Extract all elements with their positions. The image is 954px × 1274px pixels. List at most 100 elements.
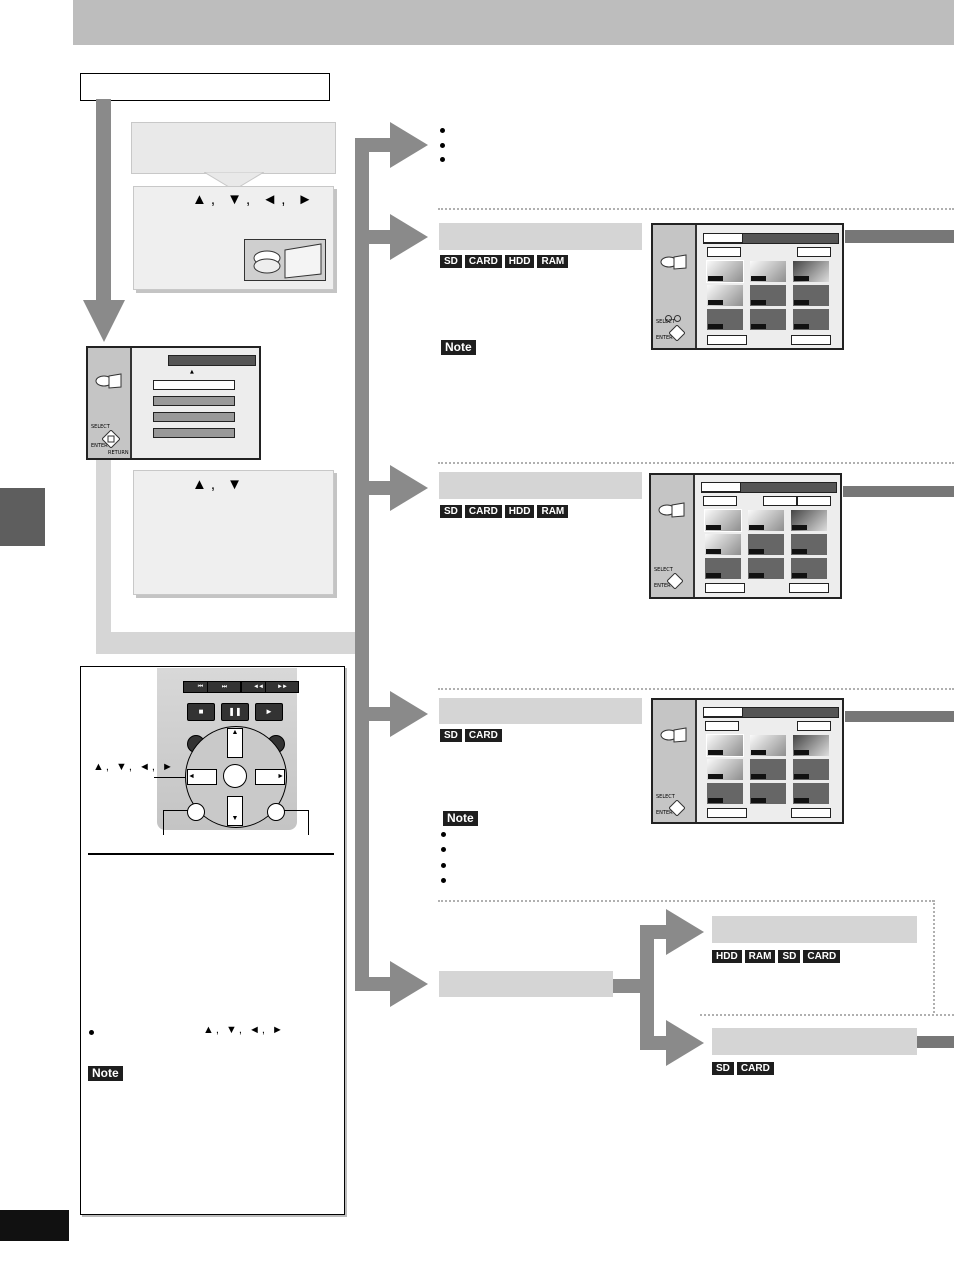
menu-item-2: [153, 396, 235, 406]
thumb-cell: [705, 534, 741, 555]
screen-box-right: [797, 496, 831, 506]
thumb-cell: [793, 783, 829, 804]
subbranch-1-stem: [640, 925, 670, 939]
thumb-cell: [707, 285, 743, 306]
page-number-box: [0, 1210, 69, 1241]
branch-1-stem: [355, 138, 395, 152]
flow-arrowhead-down: [83, 300, 125, 342]
screen-next-box: [791, 808, 831, 818]
subsection-1-badges: HDD RAM SD CARD: [711, 949, 842, 964]
thumb-cell: [793, 285, 829, 306]
fast-forward-button[interactable]: ►►: [265, 681, 299, 693]
bullet-2: [440, 143, 445, 148]
flow-spine: [355, 144, 369, 984]
screen-select-label: SELECT: [656, 319, 675, 325]
thumb-cell: [705, 558, 741, 579]
subbranch-2-arrowhead: [666, 1020, 704, 1066]
up-button[interactable]: ▲: [227, 728, 243, 758]
menu-up-marker: ▲: [190, 369, 194, 375]
thumb-cell: [793, 735, 829, 756]
screen-box-right: [797, 247, 831, 257]
cursor-arrows-text-2: ▲, ▼: [192, 476, 247, 493]
bullet-3: [440, 157, 445, 162]
menu-item-3: [153, 412, 235, 422]
thumb-cell: [750, 759, 786, 780]
flow-line-light-horizontal: [96, 632, 358, 654]
thumb-cell: [748, 534, 784, 555]
screen-main: [697, 225, 842, 348]
remote-body: ⏮ ⏭ ◄◄ ►► ■ ❚❚ ► ▲ ▼ ◄ ►: [157, 668, 299, 830]
subsection-2-badges: SD CARD: [711, 1061, 775, 1076]
arrows-callout-line: [154, 777, 185, 778]
badge: RAM: [536, 504, 570, 519]
subbranch-1-arrowhead: [666, 909, 704, 955]
thumb-cell: [707, 309, 743, 330]
bullet-7: [441, 878, 446, 883]
branch-4-arrowhead: [390, 691, 428, 737]
callout-pointer: [204, 172, 264, 190]
remote-bullet-arrows: ▲, ▼, ◄, ►: [203, 1024, 285, 1036]
thumb-cell: [793, 261, 829, 282]
thumb-cell: [750, 309, 786, 330]
stop-button[interactable]: ■: [187, 703, 215, 721]
menu-screen-main: ▲: [132, 348, 259, 458]
badge: CARD: [463, 254, 503, 269]
return-button[interactable]: [267, 803, 285, 821]
menu-dpad-icon: [102, 430, 120, 448]
screen-sidebar: SELECT ENTER: [651, 475, 695, 597]
badge: SD: [439, 504, 463, 519]
branch-1-arrowhead: [390, 122, 428, 168]
thumb-cell: [750, 783, 786, 804]
badge: SD: [439, 254, 463, 269]
screen-title-white: [703, 233, 743, 243]
branch-3-arrowhead: [390, 465, 428, 511]
screen-next-box: [789, 583, 829, 593]
bullet-1: [440, 128, 445, 133]
thumb-cell: [748, 510, 784, 531]
pause-button[interactable]: ❚❚: [221, 703, 249, 721]
down-button[interactable]: ▼: [227, 796, 243, 826]
branch-2-stem: [355, 230, 395, 244]
screen-sidebar: SELECT ENTER: [653, 700, 697, 822]
badge: HDD: [503, 254, 536, 269]
instruction-callout: [131, 122, 336, 174]
screen-select-label: SELECT: [654, 567, 673, 573]
left-button[interactable]: ◄: [187, 769, 217, 785]
screen-select-label: SELECT: [656, 794, 675, 800]
remote-bullet: [89, 1030, 94, 1035]
section-2-heading-bar: [439, 223, 642, 250]
screen-disc-icon: [660, 254, 687, 270]
branch-4-stem: [355, 707, 395, 721]
screen-box-right: [797, 721, 831, 731]
subsection-2-connector: [917, 1036, 954, 1048]
screen-box-left: [707, 247, 741, 257]
branch-2-arrowhead: [390, 214, 428, 260]
menu-item-4: [153, 428, 235, 438]
badge: CARD: [735, 1061, 775, 1076]
screen-2-connector: [843, 486, 954, 497]
play-button[interactable]: ►: [255, 703, 283, 721]
separator-5: [700, 1014, 954, 1016]
section-2-badges: SD CARD HDD RAM: [439, 254, 570, 269]
right-button[interactable]: ►: [255, 769, 285, 785]
enter-button[interactable]: [223, 764, 247, 788]
thumb-cell: [750, 735, 786, 756]
select-callout-line: [163, 810, 188, 835]
skip-next-button[interactable]: ⏭: [207, 681, 241, 693]
subbranch-stem-h: [613, 979, 643, 993]
cursor-arrows-text: ▲, ▼, ◄, ►: [192, 191, 317, 208]
screen-disc-icon: [660, 727, 687, 743]
select-button[interactable]: [187, 803, 205, 821]
thumb-cell: [748, 558, 784, 579]
subsection-1-heading-bar: [712, 916, 917, 943]
screen-title-white: [703, 707, 743, 717]
branch-3-stem: [355, 481, 395, 495]
section-2-note-label: Note: [441, 340, 476, 355]
header-bar: [73, 0, 954, 45]
picture-screen-3: SELECT ENTER: [651, 698, 844, 824]
branch-5-arrowhead: [390, 961, 428, 1007]
thumb-cell: [707, 783, 743, 804]
screen-box-left: [703, 496, 737, 506]
screen-prev-box: [705, 583, 745, 593]
menu-select-label: SELECT: [91, 424, 110, 430]
